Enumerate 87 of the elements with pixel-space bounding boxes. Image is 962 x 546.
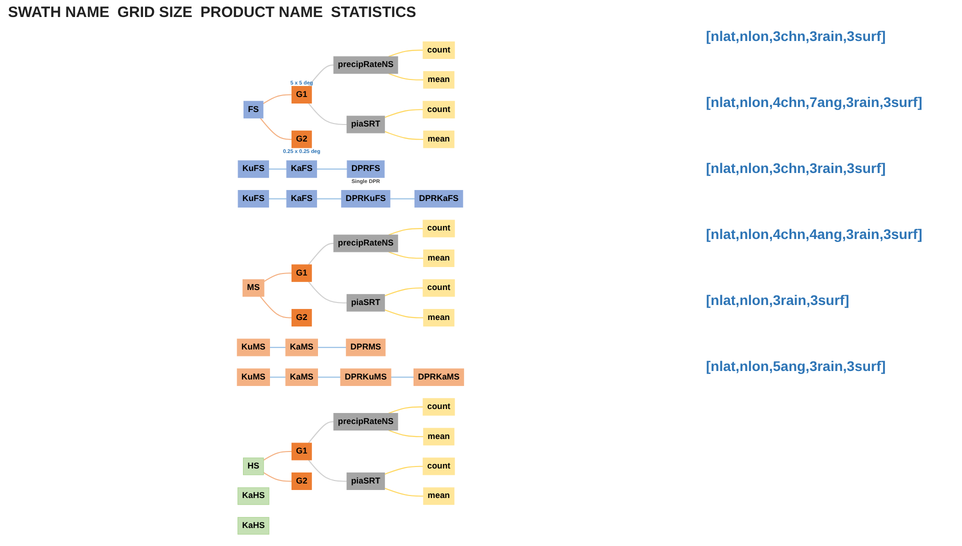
column-heading: GRID SIZE <box>117 4 192 23</box>
node-box: piaSRT <box>346 294 384 312</box>
connector <box>388 73 423 80</box>
dimension-label: [nlat,nlon,3rain,3surf] <box>706 292 850 308</box>
connector <box>316 168 347 170</box>
connector <box>384 309 423 318</box>
dimension-label: [nlat,nlon,4chn,7ang,3rain,3surf] <box>706 94 924 110</box>
node-box: KaHS <box>237 517 269 535</box>
column-heading: PRODUCT NAME <box>200 4 323 23</box>
connector <box>388 251 423 259</box>
connector <box>388 228 422 236</box>
node-box: count <box>422 279 454 297</box>
node-box: KuMS <box>236 368 270 386</box>
dimension-label: [nlat,nlon,3chn,3rain,3surf] <box>706 160 887 176</box>
connector <box>262 94 292 104</box>
node-box: DPRKaFS <box>414 190 463 208</box>
connector <box>308 281 346 304</box>
connector <box>308 421 334 444</box>
connector <box>390 376 414 378</box>
connector <box>390 198 414 200</box>
node-box: mean <box>422 308 454 326</box>
node-box: KuFS <box>237 190 269 208</box>
connector <box>308 64 334 87</box>
connector <box>262 472 292 482</box>
connector <box>316 198 341 200</box>
node-box: KaMS <box>284 368 318 386</box>
node-box: count <box>422 41 454 59</box>
dimension-label: [nlat,nlon,3chn,3rain,3surf] <box>706 28 887 44</box>
connector <box>384 466 422 475</box>
node-box: count <box>422 398 454 416</box>
node-box: mean <box>422 487 454 505</box>
dimension-label: [nlat,nlon,4chn,4ang,3rain,3surf] <box>706 226 924 242</box>
node-box: precipRateNS <box>332 56 398 74</box>
node-box: mean <box>422 71 454 89</box>
connector <box>268 198 286 200</box>
node-box: KaFS <box>286 160 317 178</box>
node-box: count <box>422 220 454 238</box>
node-box: count <box>422 100 454 118</box>
connector <box>268 168 286 170</box>
node-box: MS <box>242 279 264 297</box>
connector <box>269 376 286 378</box>
connector <box>388 406 422 414</box>
node-box: G2 <box>291 308 312 326</box>
connector <box>384 488 423 497</box>
node-box: KuFS <box>237 160 269 178</box>
node-box: DPRKuFS <box>340 190 390 208</box>
node-box: FS <box>243 100 263 118</box>
node-box: G1 <box>291 86 312 104</box>
node-box: KuMS <box>236 338 270 356</box>
connector <box>317 346 346 348</box>
node-box: count <box>422 458 454 476</box>
connector <box>308 242 334 265</box>
node-box: mean <box>422 428 454 446</box>
connector <box>308 460 346 482</box>
connector <box>262 450 292 461</box>
node-box: precipRateNS <box>332 234 398 252</box>
node-box: KaFS <box>286 190 317 208</box>
column-heading: SWATH NAME <box>8 4 110 23</box>
connector <box>263 272 292 282</box>
node-box: G2 <box>291 472 312 490</box>
connector <box>384 287 422 296</box>
dimension-label: [nlat,nlon,5ang,3rain,3surf] <box>706 358 887 374</box>
connector <box>269 346 286 348</box>
node-box: DPRFS <box>346 160 384 178</box>
node-box: precipRateNS <box>332 413 398 431</box>
node-box: piaSRT <box>346 116 384 134</box>
node-box: mean <box>422 130 454 148</box>
node-box: DPRKaMS <box>413 368 464 386</box>
node-box: DPRKuMS <box>340 368 391 386</box>
node-box: G2 <box>291 130 312 148</box>
connector <box>384 131 423 140</box>
connector <box>317 376 340 378</box>
node-box: piaSRT <box>346 472 384 490</box>
node-box: KaMS <box>284 338 318 356</box>
connector <box>388 430 423 438</box>
connector <box>259 296 292 318</box>
node-box: HS <box>242 458 264 476</box>
connector <box>308 102 346 126</box>
column-heading: STATISTICS <box>330 4 416 23</box>
node-box: DPRMS <box>345 338 386 356</box>
node-box: KaHS <box>237 487 269 505</box>
node-box: G1 <box>291 442 312 460</box>
connector <box>259 118 292 140</box>
connector <box>384 109 422 118</box>
node-box: G1 <box>291 264 312 282</box>
connector <box>388 50 422 58</box>
node-box: mean <box>422 250 454 268</box>
